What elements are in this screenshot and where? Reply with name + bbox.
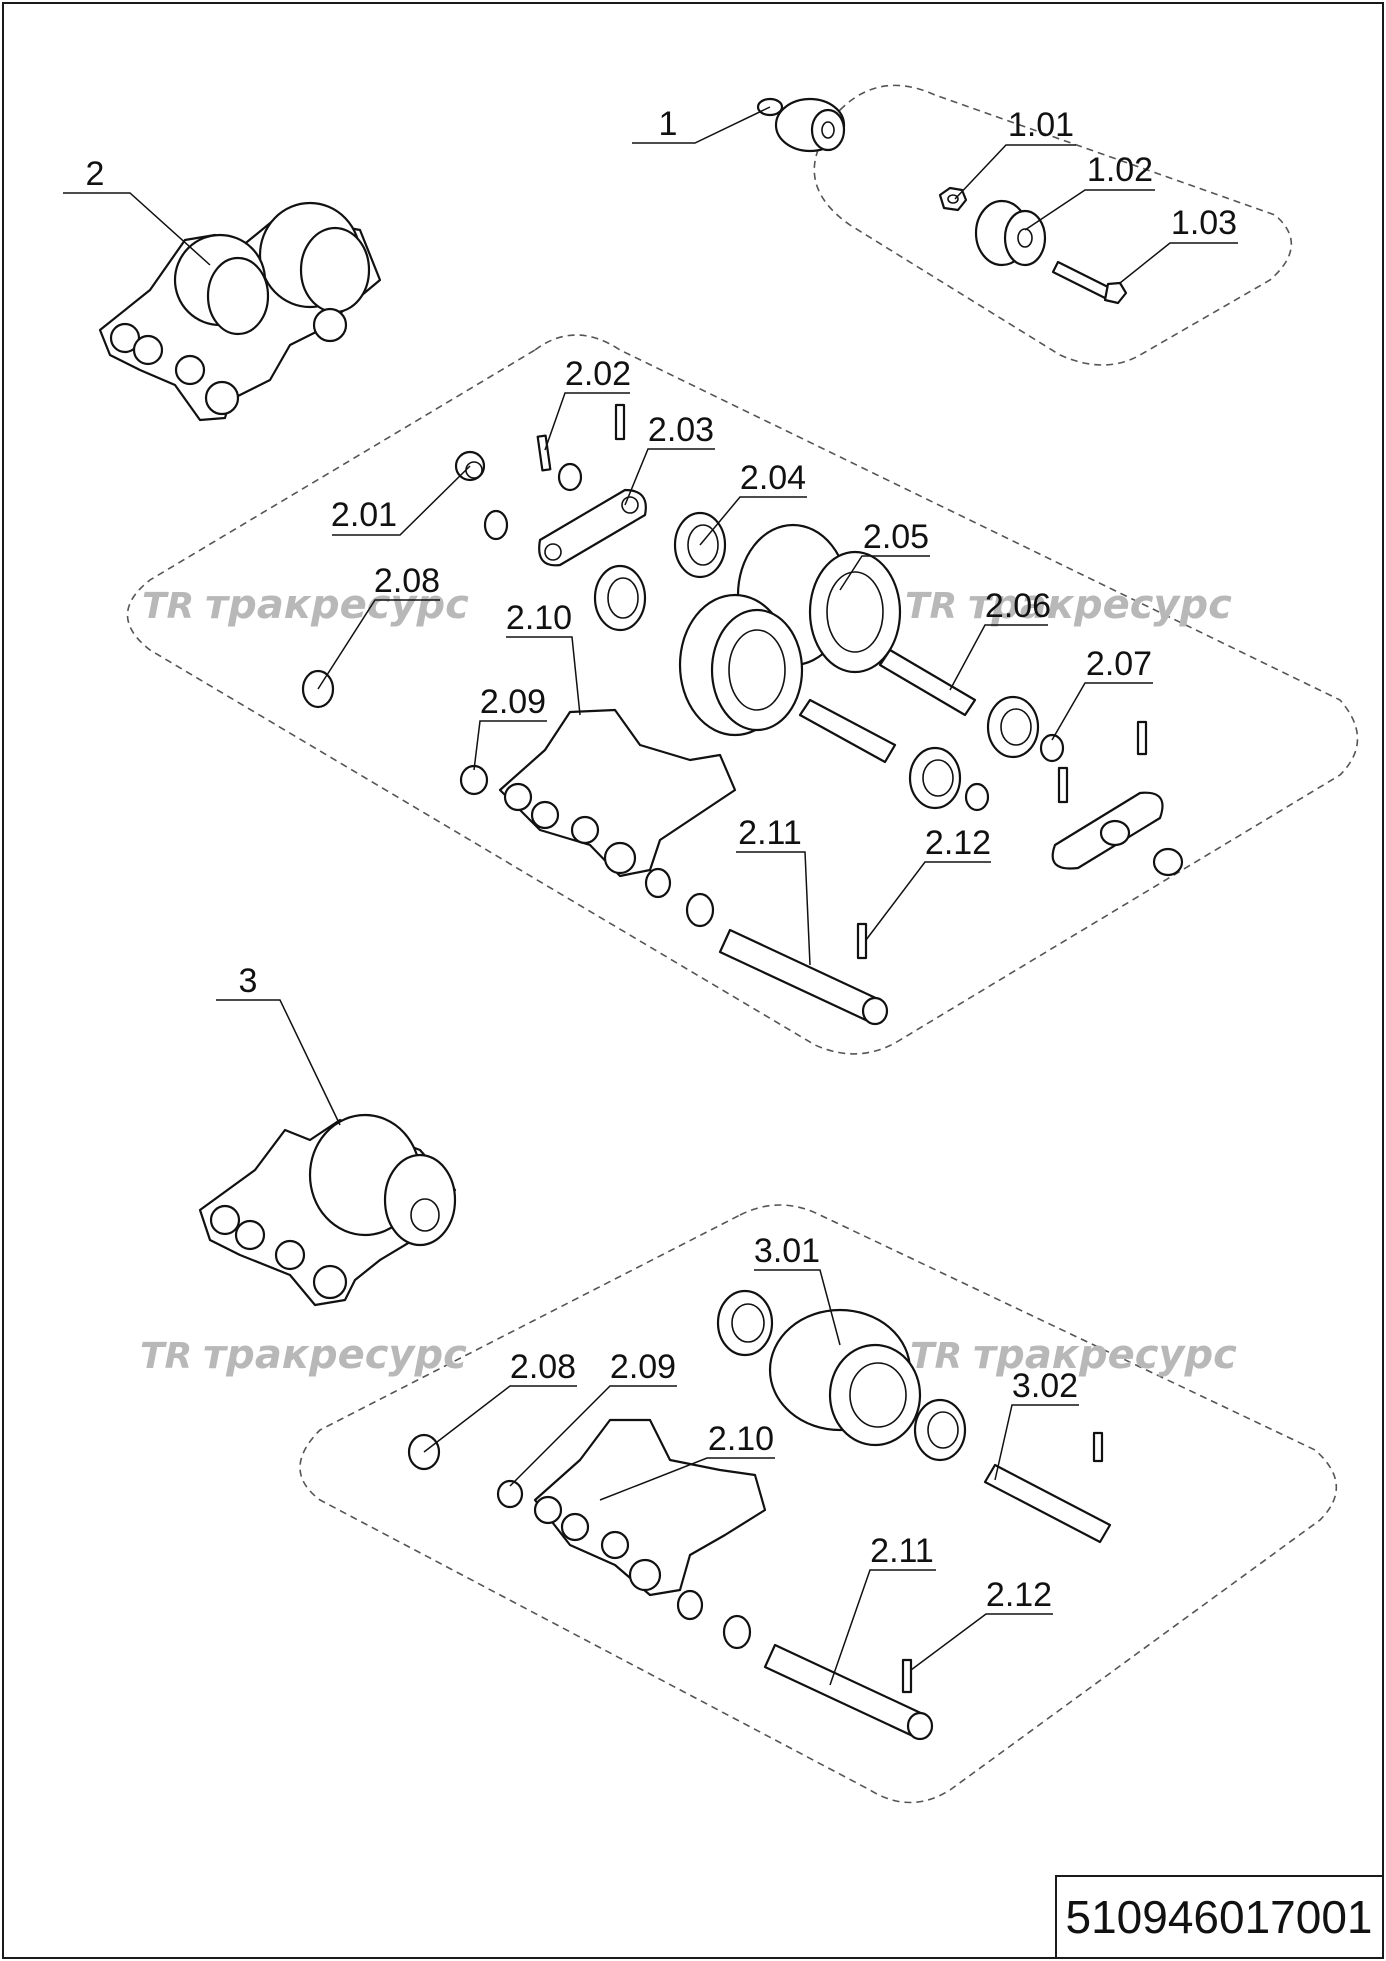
part-3-01-roller xyxy=(716,1289,967,1462)
callout-2-09: 2.09 xyxy=(473,683,547,771)
part-3-frame xyxy=(533,1418,767,1597)
svg-text:2.11: 2.11 xyxy=(870,1532,934,1570)
part-3-bogie-assembly xyxy=(198,1113,457,1307)
group-2-outline xyxy=(126,334,1359,1055)
svg-text:2.12: 2.12 xyxy=(986,1576,1052,1614)
svg-text:1: 1 xyxy=(659,105,678,143)
part-1-roller-assembly xyxy=(756,97,846,153)
part-2-10-frame xyxy=(498,708,737,878)
callout-2-03: 2.03 xyxy=(624,411,715,506)
callout-2-02: 2.02 xyxy=(544,355,631,451)
callout-3: 3 xyxy=(216,962,341,1126)
part-o-ring-a xyxy=(557,462,583,492)
svg-text:1.02: 1.02 xyxy=(1087,151,1153,189)
part-3-bushing-b xyxy=(676,1589,704,1621)
svg-text:2.08: 2.08 xyxy=(374,562,440,600)
document-number: 510946017001 xyxy=(1066,1891,1373,1943)
callout-3-2-08: 2.08 xyxy=(423,1348,577,1453)
svg-text:3.01: 3.01 xyxy=(754,1232,820,1270)
callout-2-08: 2.08 xyxy=(317,562,440,690)
callout-1-03: 1.03 xyxy=(1119,204,1238,284)
part-3-bushing xyxy=(496,1479,524,1509)
callout-2-10: 2.10 xyxy=(506,599,581,716)
part-2-11-pin xyxy=(718,928,889,1026)
svg-text:2.02: 2.02 xyxy=(565,355,631,393)
watermark-4: TR тракресурс xyxy=(910,1332,1237,1378)
part-2-05-roller xyxy=(678,523,902,737)
callout-3-2-09: 2.09 xyxy=(509,1348,677,1487)
part-2-bogie-assembly xyxy=(98,201,382,422)
svg-text:2.07: 2.07 xyxy=(1086,645,1152,683)
part-2-02-pin xyxy=(536,403,626,472)
part-2-07-bearing xyxy=(908,695,1148,812)
part-2-09-bushing xyxy=(459,764,489,796)
callout-2: 2 xyxy=(63,155,211,266)
svg-text:2: 2 xyxy=(86,155,105,193)
callout-3-01: 3.01 xyxy=(754,1232,841,1346)
svg-text:2.10: 2.10 xyxy=(506,599,572,637)
part-3-02-axle xyxy=(983,1431,1112,1544)
svg-text:2.03: 2.03 xyxy=(648,411,714,449)
group-1-outline xyxy=(813,84,1293,366)
part-3-cotter xyxy=(901,1658,913,1694)
part-3-washer-b xyxy=(722,1614,752,1650)
callout-3-2-11: 2.11 xyxy=(829,1532,936,1686)
svg-text:2.10: 2.10 xyxy=(708,1420,774,1458)
svg-text:2.09: 2.09 xyxy=(610,1348,676,1386)
callout-2-05: 2.05 xyxy=(839,518,930,591)
callout-1: 1 xyxy=(632,105,771,144)
document-number-box: 510946017001 xyxy=(1055,1875,1384,1959)
svg-text:1.01: 1.01 xyxy=(1008,106,1074,144)
svg-text:3.02: 3.02 xyxy=(1012,1367,1078,1405)
svg-text:1.03: 1.03 xyxy=(1171,204,1237,242)
callout-2-06: 2.06 xyxy=(949,587,1051,691)
svg-text:тракресурс: тракресурс xyxy=(205,582,469,628)
part-link-plate-right xyxy=(1051,791,1184,877)
watermark-1: TR тракресурс xyxy=(142,582,469,628)
svg-text:2.12: 2.12 xyxy=(925,824,991,862)
part-2-03-link xyxy=(538,488,647,567)
callout-2-04: 2.04 xyxy=(699,459,807,546)
svg-text:2.04: 2.04 xyxy=(740,459,806,497)
part-bushing-b xyxy=(644,867,672,899)
watermark-2: TR тракресурс xyxy=(905,582,1232,628)
callout-3-02: 3.02 xyxy=(994,1367,1079,1481)
svg-text:2.05: 2.05 xyxy=(863,518,929,556)
callout-1-02: 1.02 xyxy=(1024,151,1155,231)
part-3-pin xyxy=(763,1643,934,1741)
svg-text:тракресурс: тракресурс xyxy=(973,1332,1237,1378)
svg-text:TR: TR xyxy=(140,1336,192,1377)
part-o-ring-b xyxy=(483,509,509,541)
part-1-03-bolt xyxy=(1051,260,1128,305)
part-2-12-cotter xyxy=(856,922,868,960)
callout-3-2-10: 2.10 xyxy=(599,1420,775,1501)
svg-text:тракресурс: тракресурс xyxy=(968,582,1232,628)
svg-text:2.09: 2.09 xyxy=(480,683,546,721)
callout-2-11: 2.11 xyxy=(736,814,811,966)
svg-text:2.06: 2.06 xyxy=(985,587,1051,625)
part-1-02-roller xyxy=(974,199,1047,267)
svg-text:3: 3 xyxy=(239,962,258,1000)
callout-3-2-12: 2.12 xyxy=(910,1576,1053,1671)
part-washer-b xyxy=(685,892,715,928)
svg-text:TR: TR xyxy=(910,1336,962,1377)
svg-text:2.11: 2.11 xyxy=(738,814,802,852)
callout-2-12: 2.12 xyxy=(865,824,991,941)
svg-text:TR: TR xyxy=(142,586,194,627)
svg-text:2.08: 2.08 xyxy=(510,1348,576,1386)
group-3-outline xyxy=(299,1204,1338,1804)
svg-text:тракресурс: тракресурс xyxy=(203,1332,467,1378)
callout-1-01: 1.01 xyxy=(954,106,1076,200)
callout-2-07: 2.07 xyxy=(1051,645,1153,741)
svg-text:TR: TR xyxy=(905,586,957,627)
callout-2-01: 2.01 xyxy=(331,465,471,536)
part-2-06-axle xyxy=(798,648,977,764)
svg-text:2.01: 2.01 xyxy=(331,496,397,534)
watermark-3: TR тракресурс xyxy=(140,1332,467,1378)
